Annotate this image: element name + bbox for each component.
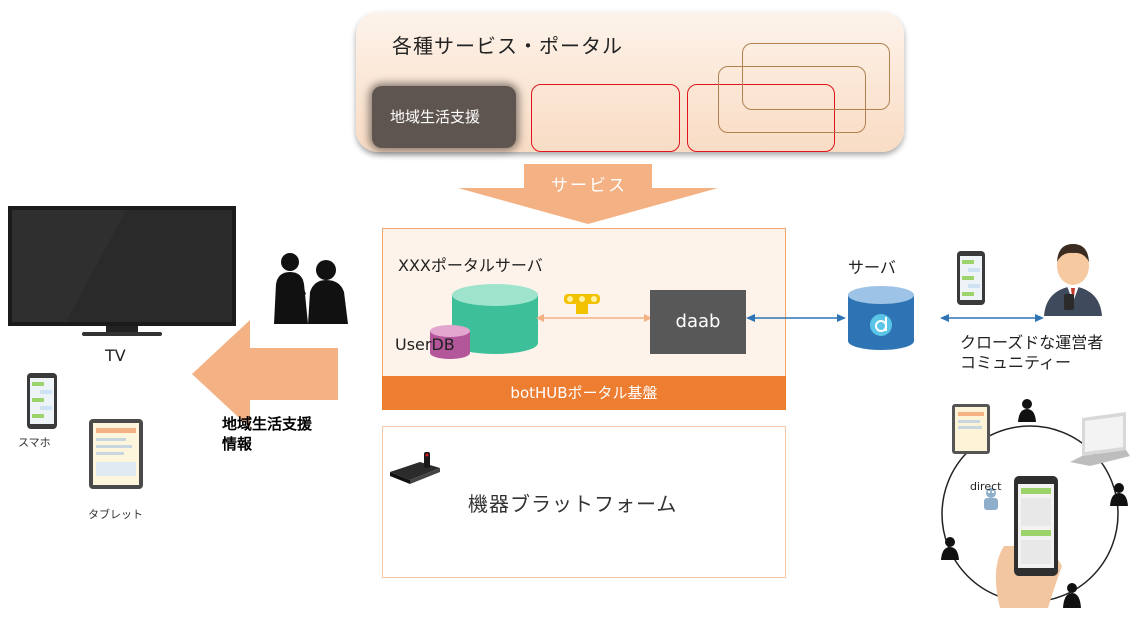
people-silhouette-icon bbox=[274, 253, 348, 324]
info-left-arrow bbox=[192, 320, 338, 428]
closed-community-label: クローズドな運営者 コミュニティー bbox=[960, 333, 1104, 372]
portal-server-title: XXXポータルサーバ bbox=[398, 256, 543, 275]
userdb-label: UserDB bbox=[395, 335, 455, 354]
local-life-support-label: 地域生活支援 bbox=[390, 108, 481, 126]
device-platform-box bbox=[382, 426, 786, 578]
local-life-support-box bbox=[372, 86, 516, 148]
server-label: サーバ bbox=[848, 258, 896, 277]
userdb-icon bbox=[430, 325, 470, 359]
tv-label: TV bbox=[105, 346, 126, 365]
community-circle-diagram bbox=[941, 399, 1130, 608]
smartphone-icon bbox=[27, 373, 57, 429]
stacked-service-box bbox=[742, 43, 890, 110]
daab-server-connector bbox=[746, 314, 846, 322]
server-database-icon bbox=[848, 286, 914, 350]
daab-box bbox=[650, 290, 746, 354]
database-icon bbox=[452, 284, 538, 354]
service-down-arrow bbox=[458, 164, 718, 224]
db-daab-connector bbox=[536, 294, 652, 322]
stacked-service-box bbox=[718, 66, 866, 133]
local-info-label: 地域生活支援 情報 bbox=[222, 415, 313, 453]
services-portal-title: 各種サービス・ポータル bbox=[392, 34, 623, 58]
server-community-connector bbox=[940, 314, 1044, 322]
operator-person-icon bbox=[1044, 244, 1102, 316]
set-top-box-icon bbox=[390, 452, 440, 484]
service-arrow-label: サービス bbox=[551, 176, 627, 196]
api-badge-icon bbox=[566, 292, 567, 293]
smartphone-label: スマホ bbox=[18, 436, 51, 449]
daab-label: daab bbox=[675, 311, 721, 332]
chat-phone-icon bbox=[957, 251, 985, 305]
direct-label: direct bbox=[970, 480, 1002, 493]
service-slot-box bbox=[687, 84, 835, 152]
device-platform-label: 機器ブラットフォーム bbox=[468, 492, 678, 516]
tv-icon bbox=[8, 206, 236, 336]
tablet-label: タブレット bbox=[88, 508, 143, 521]
service-slot-box bbox=[531, 84, 680, 152]
tablet-icon bbox=[89, 419, 143, 489]
bothub-portal-label: botHUBポータル基盤 bbox=[510, 384, 658, 402]
bothub-portal-bar bbox=[382, 376, 786, 410]
